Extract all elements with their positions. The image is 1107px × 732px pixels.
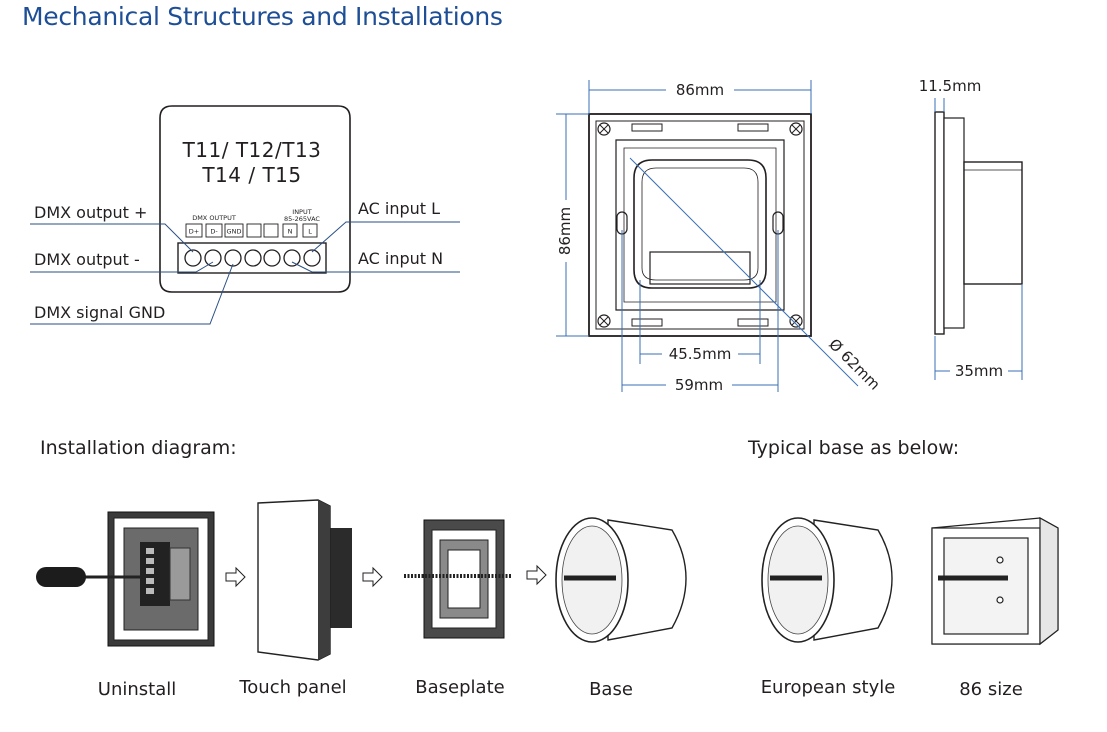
- side-dimension-lines: [934, 98, 1023, 380]
- wiring-diagram: T11/ T12/T13 T14 / T15 DMX OUTPUT INPUT …: [30, 105, 460, 325]
- terminal-n: N: [288, 228, 293, 236]
- model-line-1: T11/ T12/T13: [182, 138, 322, 162]
- dmx-output-header: DMX OUTPUT: [192, 214, 236, 222]
- terminal-l: L: [308, 228, 312, 236]
- typical-base-heading: Typical base as below:: [748, 437, 960, 459]
- base-illustration: [555, 517, 687, 643]
- label-ac-input-l: AC input L: [358, 199, 440, 218]
- caption-baseplate: Baseplate: [415, 677, 505, 698]
- dimension-lines: [556, 80, 812, 392]
- label-dmx-signal-gnd: DMX signal GND: [34, 303, 165, 322]
- side-view: [934, 111, 1023, 335]
- page-title: Mechanical Structures and Installations: [22, 2, 503, 31]
- terminal-screws: [184, 249, 321, 267]
- terminal-labels: D+ D- GND N L: [185, 223, 318, 238]
- label-dmx-output-minus: DMX output -: [34, 250, 140, 269]
- terminal-gnd: GND: [227, 228, 242, 236]
- arrow-3: [526, 564, 547, 586]
- caption-base: Base: [589, 679, 633, 700]
- european-style-illustration: [761, 517, 893, 643]
- box-86-illustration: [931, 516, 1059, 646]
- input-header-2: 85-265VAC: [284, 215, 320, 223]
- dim-45-5: 45.5mm: [669, 345, 732, 363]
- caption-european-style: European style: [760, 677, 896, 698]
- input-header-1: INPUT: [292, 208, 311, 216]
- dim-diameter-62: Ø 62mm: [825, 335, 884, 394]
- caption-touch-panel: Touch panel: [239, 677, 347, 698]
- installation-heading: Installation diagram:: [40, 437, 237, 459]
- dim-depth-11-5: 11.5mm: [919, 77, 982, 95]
- wiring-leader-lines: [30, 221, 460, 325]
- model-line-2: T14 / T15: [201, 163, 301, 187]
- caption-86-size: 86 size: [959, 679, 1023, 700]
- terminal-dminus: D-: [210, 228, 218, 236]
- terminal-dplus: D+: [189, 228, 199, 236]
- dim-depth-35: 35mm: [955, 362, 1003, 380]
- dim-width-86: 86mm: [676, 81, 724, 99]
- uninstall-illustration: [36, 511, 215, 647]
- front-view: [588, 113, 859, 387]
- dim-height-86: 86mm: [556, 207, 574, 255]
- dim-59: 59mm: [675, 376, 723, 394]
- touch-panel-illustration: [257, 499, 352, 661]
- caption-uninstall: Uninstall: [97, 679, 177, 700]
- arrow-1: [225, 566, 246, 588]
- label-dmx-output-plus: DMX output +: [34, 203, 147, 222]
- baseplate-illustration: [404, 519, 512, 639]
- arrow-2: [362, 566, 383, 588]
- label-ac-input-n: AC input N: [358, 249, 443, 268]
